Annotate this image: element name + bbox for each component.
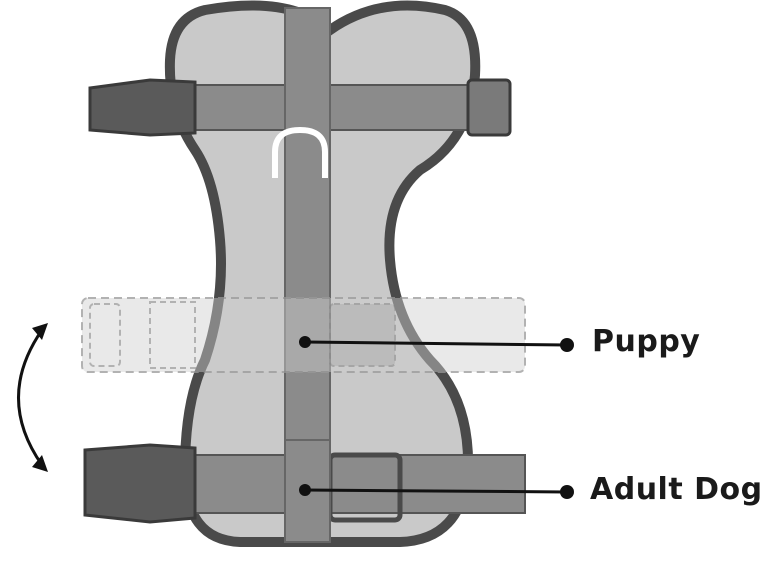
bottom-strap — [149, 454, 526, 514]
adult-dog-callout — [299, 484, 574, 499]
d-ring — [272, 126, 328, 178]
bottom-left-buckle — [83, 443, 197, 524]
top-right-strap-end — [466, 78, 512, 137]
puppy-callout — [299, 336, 574, 352]
adult-dog-label: Adult Dog — [590, 472, 763, 507]
puppy-label: Puppy — [592, 324, 701, 359]
adjust-arrow-icon — [17, 323, 48, 472]
puppy-strap-position — [81, 297, 526, 373]
top-left-buckle — [88, 78, 197, 137]
